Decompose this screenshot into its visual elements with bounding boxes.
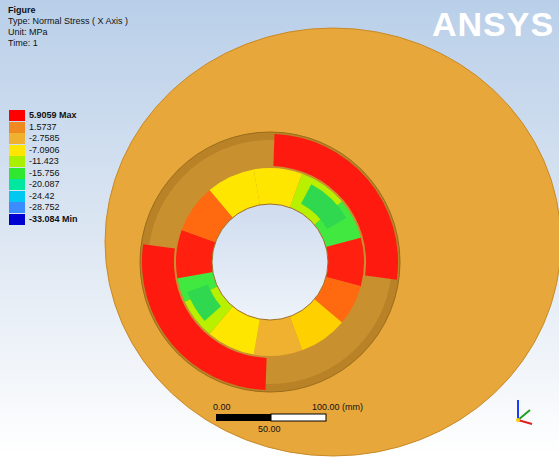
legend-swatch	[9, 191, 25, 202]
legend-swatch	[9, 202, 25, 213]
hub-recess	[140, 132, 400, 392]
legend-swatch	[9, 214, 25, 225]
scale-label: 100.00 (mm)	[312, 402, 363, 413]
legend-swatch	[9, 145, 25, 156]
legend-value: -28.752	[29, 202, 60, 213]
legend-swatch	[9, 122, 25, 133]
legend-value: 1.5737	[29, 122, 57, 133]
result-type: Type: Normal Stress ( X Axis )	[8, 16, 128, 27]
legend-value: -7.0906	[29, 145, 60, 156]
scale-bar	[216, 414, 326, 421]
legend-value: 5.9059 Max	[29, 110, 77, 121]
legend-value: -33.084 Min	[29, 214, 78, 225]
scale-label: 50.00	[258, 424, 281, 435]
stress-band	[254, 317, 302, 357]
ansys-logo: ANSYS	[432, 4, 554, 44]
legend-swatch	[9, 168, 25, 179]
scale-label: 0.00	[213, 402, 231, 413]
hub-contours	[140, 132, 400, 392]
result-unit: Unit: MPa	[8, 27, 48, 38]
legend-value: -20.087	[29, 179, 60, 190]
stress-band	[187, 285, 221, 321]
axis-triad	[516, 400, 532, 424]
legend-value: -2.7585	[29, 133, 60, 144]
legend-value: -24.42	[29, 191, 55, 202]
disc-face	[105, 28, 559, 456]
plot-title: Figure	[8, 5, 36, 16]
legend-value: -15.756	[29, 168, 60, 179]
center-hole	[212, 204, 328, 320]
legend-swatch	[9, 179, 25, 190]
legend-swatch	[9, 110, 25, 121]
legend-value: -11.423	[29, 156, 59, 167]
legend-swatch	[9, 156, 25, 167]
result-time: Time: 1	[8, 38, 38, 49]
legend-swatch	[9, 133, 25, 144]
